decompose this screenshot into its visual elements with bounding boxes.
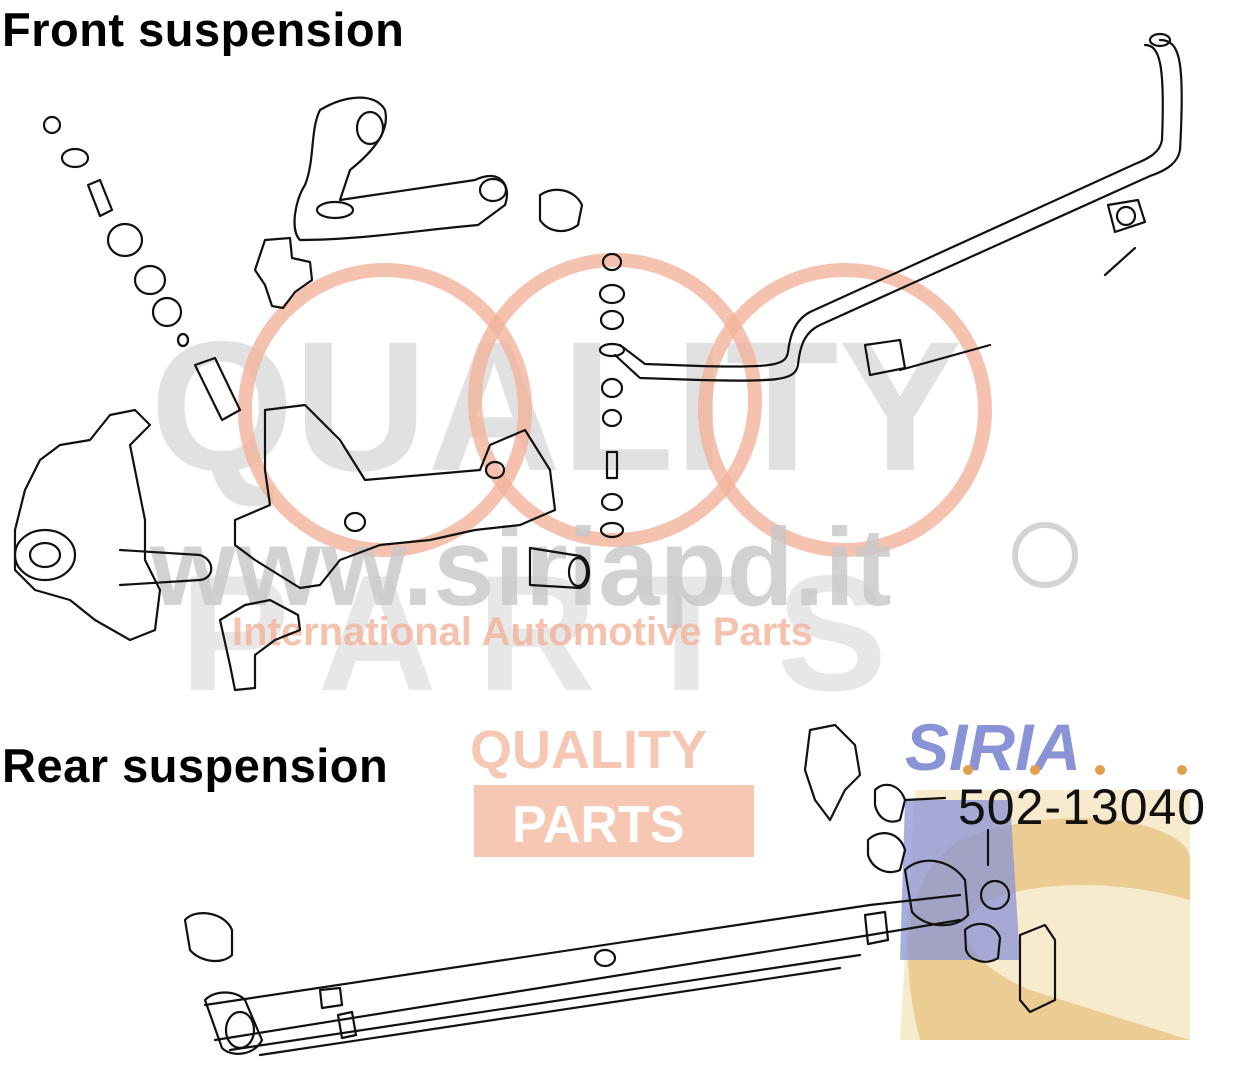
shackle-bushing-lower (866, 832, 907, 874)
logo-parts-text: PARTS (512, 796, 684, 854)
watermark-tagline-text: International Automotive Parts (232, 610, 813, 654)
logo-quality-text: QUALITY (470, 720, 707, 780)
watermark-parts-text: PARTS (180, 541, 927, 725)
lower-control-arm (233, 403, 557, 590)
quality-parts-logo: QUALITY PARTS (470, 720, 754, 857)
siria-brand-logo: SIRIA (900, 710, 1190, 1040)
bar-bushing-upper (1106, 198, 1147, 234)
steering-knuckle (13, 408, 162, 642)
spring-hanger-bracket (1018, 923, 1057, 1014)
rear-bushing-clamp (963, 922, 1002, 963)
watermark-ring-2 (468, 253, 762, 547)
stabilizer-bar (613, 38, 1183, 382)
lower-ball-joint (218, 598, 302, 692)
watermark: QUALITY PARTS www.siriapd.it Internation… (149, 253, 1078, 725)
rear-suspension-art (183, 723, 1057, 1057)
watermark-website-text: www.siriapd.it (149, 506, 892, 629)
upper-arm-bushing (538, 188, 584, 233)
upper-ball-joint (253, 236, 314, 310)
lower-arm-bushing (528, 546, 591, 590)
spring-eye-bushing (203, 991, 264, 1055)
upper-control-arm (293, 96, 509, 242)
spring-bushing-loose (183, 912, 234, 963)
logo-parts-box (474, 785, 754, 857)
leaf-spring-top (203, 893, 962, 1007)
siria-logo-text: SIRIA (905, 710, 1081, 784)
stabilizer-link-stack (598, 252, 626, 539)
strut-bracket (193, 356, 242, 422)
rear-eye-bushing (903, 859, 970, 927)
watermark-ring-3 (698, 263, 992, 557)
front-suspension-art (13, 32, 1183, 692)
watermark-ring-1 (238, 263, 532, 557)
rear-suspension-title: Rear suspension (2, 739, 389, 792)
part-number-label: 502-13040 (958, 779, 1207, 835)
shackle-bushing-upper (873, 783, 907, 823)
watermark-registered-mark (1012, 522, 1078, 588)
front-suspension-title: Front suspension (2, 3, 405, 56)
spring-shackle (803, 723, 862, 822)
